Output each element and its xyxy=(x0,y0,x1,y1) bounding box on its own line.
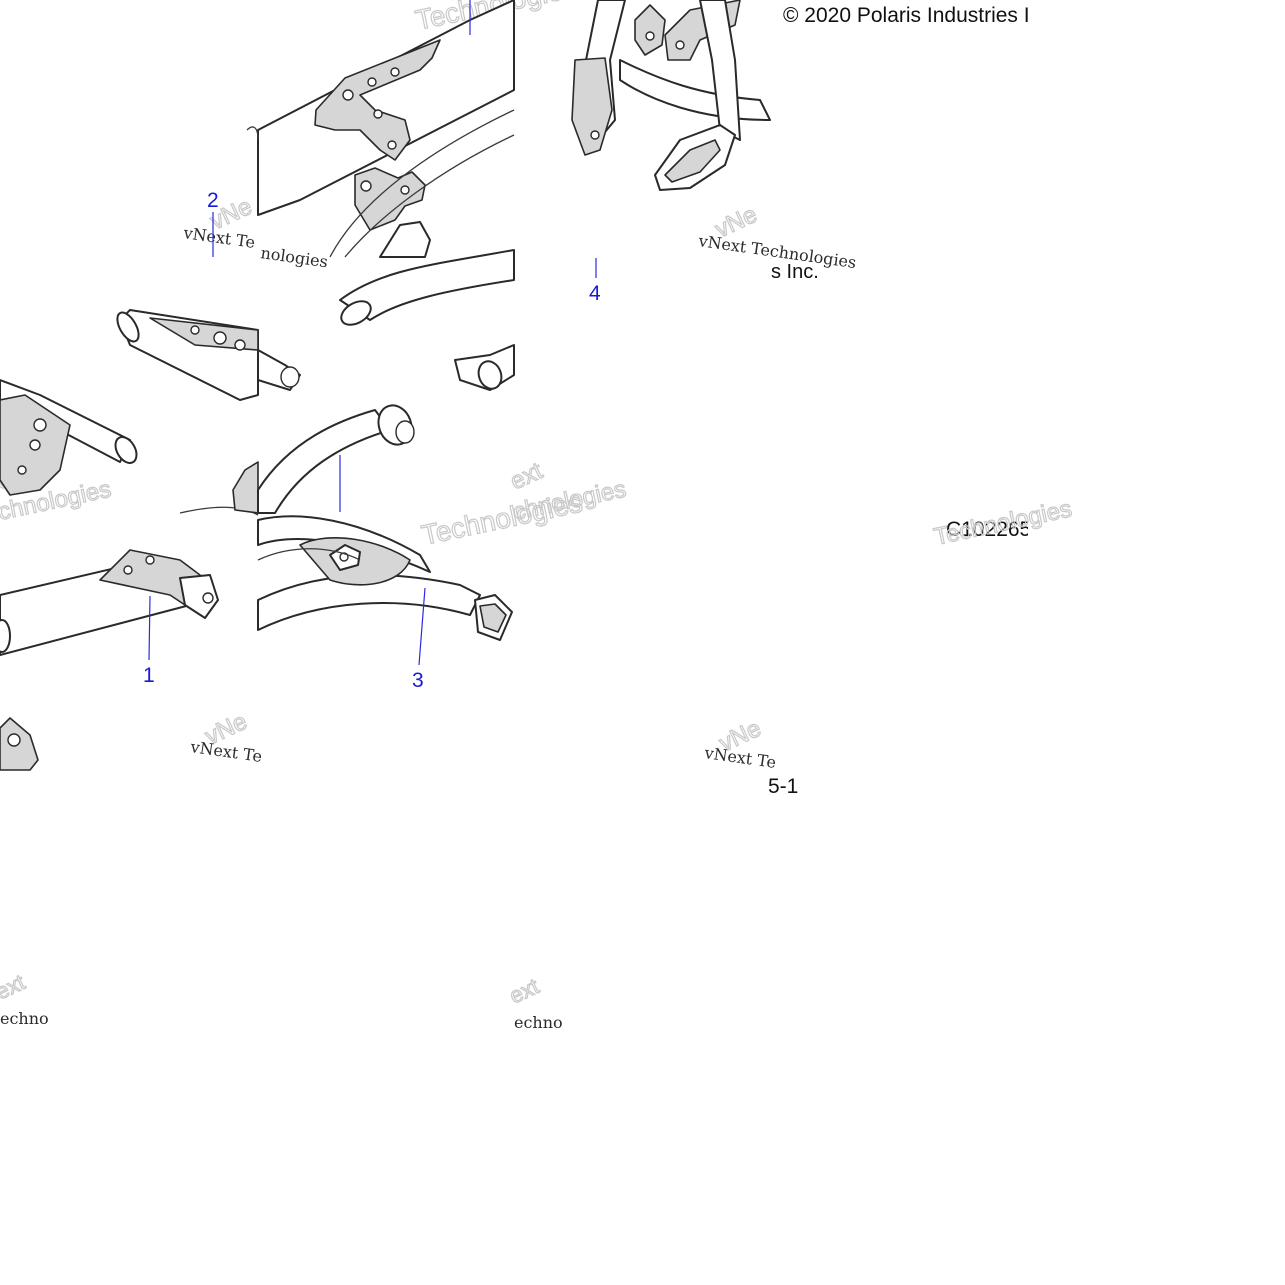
svg-text:vNe: vNe xyxy=(711,201,761,244)
svg-text:ext: ext xyxy=(506,973,543,1008)
watermark-group: Technologies vNext Te vNe vNext Technolo… xyxy=(0,0,1075,1032)
svg-text:1: 1 xyxy=(143,664,155,687)
svg-text:4: 4 xyxy=(589,282,601,305)
upper-a-arm-tube xyxy=(257,249,515,514)
diagram-code-suffix: 5-1 xyxy=(768,775,798,798)
svg-text:echno: echno xyxy=(0,1009,49,1028)
svg-text:ext: ext xyxy=(0,969,29,1004)
callout-2: 2 xyxy=(207,189,219,257)
svg-text:Technologies: Technologies xyxy=(419,487,585,551)
svg-text:2: 2 xyxy=(207,189,219,212)
copyright-text: © 2020 Polaris Industries Inc. xyxy=(783,4,1058,27)
diagram-code: C102265 xyxy=(946,518,1031,541)
upper-a-arm-part xyxy=(246,0,515,258)
front-plate-part xyxy=(0,309,259,516)
svg-text:3: 3 xyxy=(412,669,424,692)
callout-4: 4 xyxy=(589,258,601,305)
lower-a-arm-part xyxy=(0,549,219,771)
callout-1: 1 xyxy=(143,595,155,687)
callout-3: 3 xyxy=(412,587,426,692)
svg-text:nologies: nologies xyxy=(259,243,329,271)
svg-text:echno: echno xyxy=(514,1013,563,1032)
copyright-fragment: s Inc. xyxy=(771,261,819,283)
rear-bracket-part xyxy=(571,0,771,191)
svg-text:ext: ext xyxy=(506,457,547,495)
